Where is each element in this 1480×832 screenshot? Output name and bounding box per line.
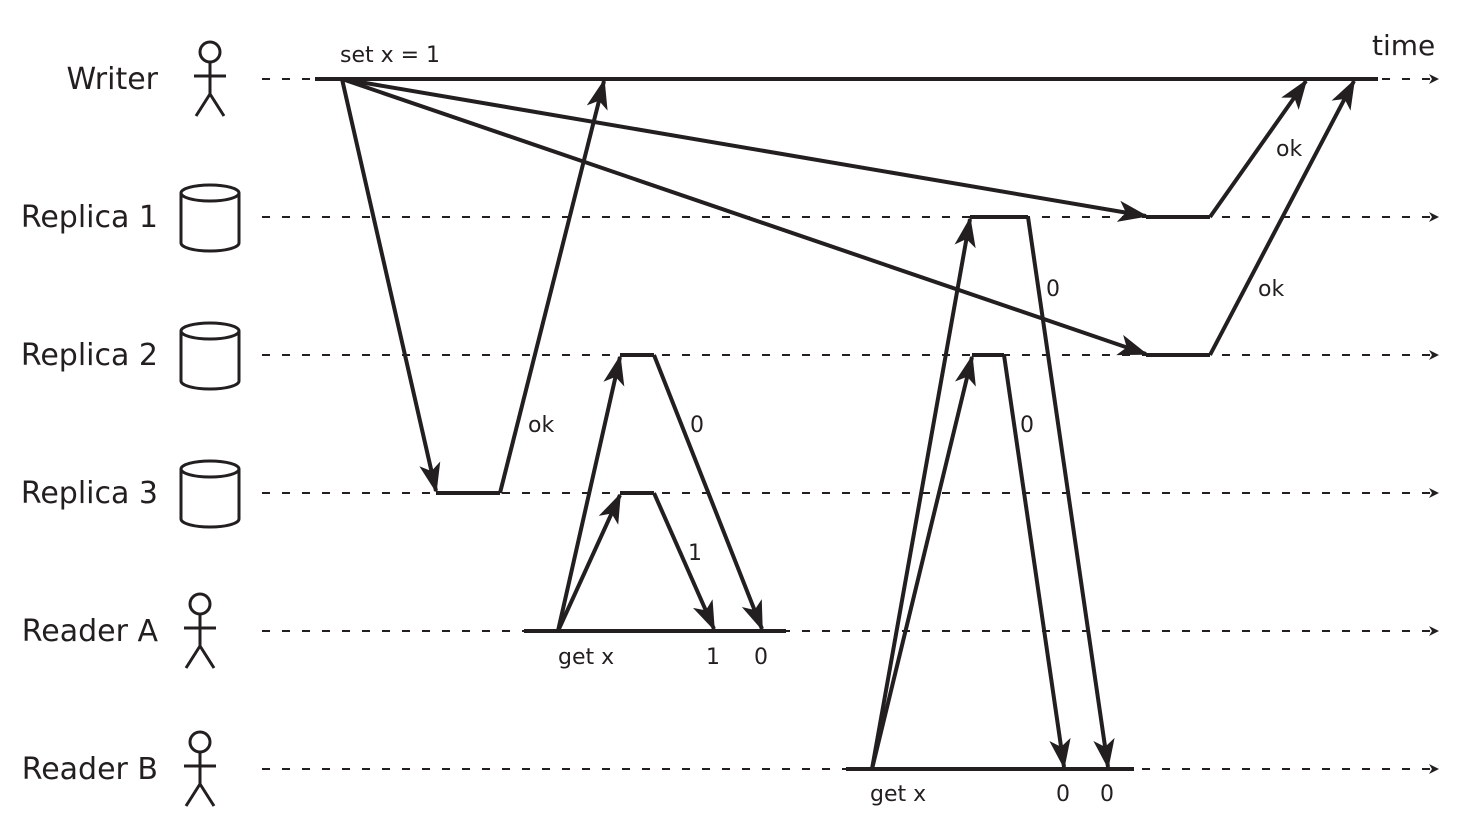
arrow-replica-3-ok — [498, 78, 608, 494]
label-reader-a-result-1: 1 — [706, 645, 720, 670]
person-icon — [194, 40, 226, 117]
label-reader-b-request: get x — [870, 782, 926, 807]
row-label-reader-a: Reader A — [22, 614, 159, 649]
label-reader-a-request: get x — [558, 645, 614, 670]
row-label-replica-3: Replica 3 — [21, 476, 158, 511]
label-reader-b-result-2: 0 — [1100, 782, 1114, 807]
label-writer-request: set x = 1 — [340, 43, 440, 68]
arrow-reader-b-to-replica-2 — [870, 354, 976, 770]
arrow-reader-b-to-replica-1 — [870, 216, 976, 770]
row-label-replica-1: Replica 1 — [21, 200, 158, 235]
arrow-writer-to-replica-3 — [340, 78, 441, 494]
arrow-replica-1-ok — [1208, 79, 1308, 219]
label-reader-a-result-2: 0 — [754, 645, 768, 670]
arrow-reader-a-to-replica-3 — [556, 493, 622, 632]
database-icon — [179, 459, 241, 529]
arrow-writer-to-replica-2 — [341, 77, 1149, 356]
arrow-replica-2-to-reader-b — [1002, 354, 1071, 770]
row-label-reader-b: Reader B — [22, 752, 158, 787]
arrow-replica-2-to-reader-a — [652, 354, 764, 631]
person-icon — [184, 592, 216, 669]
arrow-replica-2-ok — [1208, 79, 1356, 356]
database-icon — [179, 183, 241, 253]
label-replica-3-ok: ok — [528, 413, 554, 438]
time-label: time — [1372, 29, 1435, 62]
label-reader-b-replica-2-value: 0 — [1020, 413, 1034, 438]
row-label-replica-2: Replica 2 — [21, 338, 158, 373]
database-icon — [179, 321, 241, 391]
person-icon — [184, 730, 216, 807]
arrow-replica-1-to-reader-b — [1026, 216, 1115, 770]
label-replica-2-ok: ok — [1258, 277, 1284, 302]
label-reader-b-replica-1-value: 0 — [1046, 277, 1060, 302]
row-label-writer: Writer — [66, 62, 158, 97]
label-reader-a-replica-3-value: 1 — [688, 541, 702, 566]
arrow-reader-a-to-replica-2 — [556, 354, 625, 632]
label-replica-1-ok: ok — [1276, 137, 1302, 162]
label-reader-b-result-1: 0 — [1056, 782, 1070, 807]
arrow-writer-to-replica-1 — [341, 77, 1149, 222]
label-reader-a-replica-2-value: 0 — [690, 413, 704, 438]
arrow-replica-3-to-reader-a — [652, 492, 716, 631]
